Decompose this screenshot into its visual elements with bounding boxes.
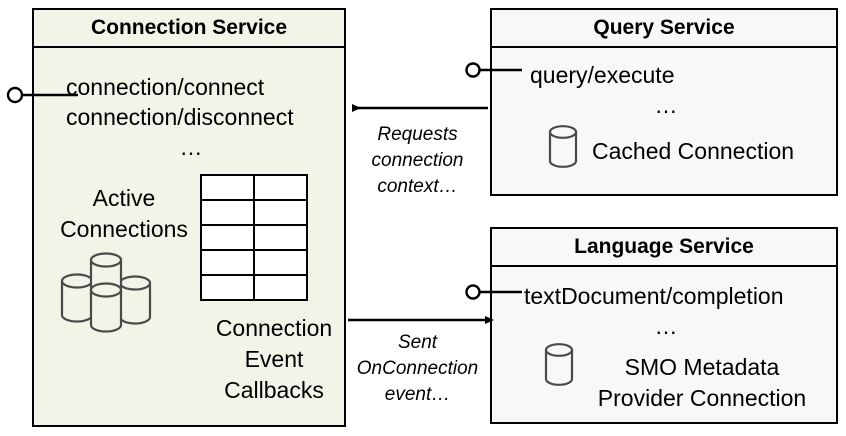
connector-requests-label-line2: context… [377, 176, 458, 197]
connection-service-endpoint-1[interactable]: connection/disconnect [66, 104, 294, 130]
component-connection-service[interactable]: Connection Service connection/connect co… [32, 8, 346, 427]
query-service-endpoint-0[interactable]: query/execute [530, 62, 675, 88]
smo-metadata-label-line1: SMO Metadata [624, 354, 780, 380]
connector-requests-label-line0: Requests [377, 124, 458, 145]
provided-interface-circle-icon [465, 62, 481, 78]
cached-connection-label: Cached Connection [592, 138, 795, 164]
query-service-body: query/execute … Cached Connection [492, 48, 836, 198]
connector-requests-label-line1: connection [371, 150, 464, 171]
language-service-title-bar: Language Service [492, 229, 836, 267]
active-connections-label-line1: Active [92, 185, 156, 211]
connector-sent-label-line0: Sent [397, 332, 438, 353]
connection-service-title: Connection Service [90, 16, 288, 39]
connection-service-endpoint-ellipsis: … [179, 134, 203, 160]
language-service-endpoint-0[interactable]: textDocument/completion [524, 283, 784, 309]
connection-event-callbacks-label-line2: Event [244, 346, 304, 372]
component-query-service[interactable]: Query Service query/execute … Cached Con… [490, 8, 838, 196]
connector-sent-label-line1: OnConnection [356, 358, 479, 379]
smo-metadata-label-line2: Provider Connection [597, 385, 807, 411]
active-connections-label-line2: Connections [60, 216, 188, 242]
connection-event-callbacks-label-line3: Callbacks [224, 377, 324, 403]
connection-service-title-bar: Connection Service [34, 10, 344, 48]
connection-service-body: connection/connect connection/disconnect… [34, 48, 344, 429]
query-service-endpoint-ellipsis: … [654, 92, 678, 118]
language-service-body: textDocument/completion … SMO Metadata P… [492, 267, 836, 426]
query-service-title-bar: Query Service [492, 10, 836, 48]
connection-service-endpoint-0[interactable]: connection/connect [66, 74, 265, 100]
query-service-title: Query Service [593, 16, 735, 39]
component-language-service[interactable]: Language Service textDocument/completion… [490, 227, 838, 424]
connector-sent-label-line2: event… [384, 384, 451, 405]
language-service-title: Language Service [574, 235, 754, 258]
connection-event-callbacks-label-line1: Connection [215, 315, 333, 341]
language-service-endpoint-ellipsis: … [654, 313, 678, 339]
provided-interface-circle-icon [465, 284, 481, 300]
provided-interface-circle-icon [6, 86, 24, 104]
